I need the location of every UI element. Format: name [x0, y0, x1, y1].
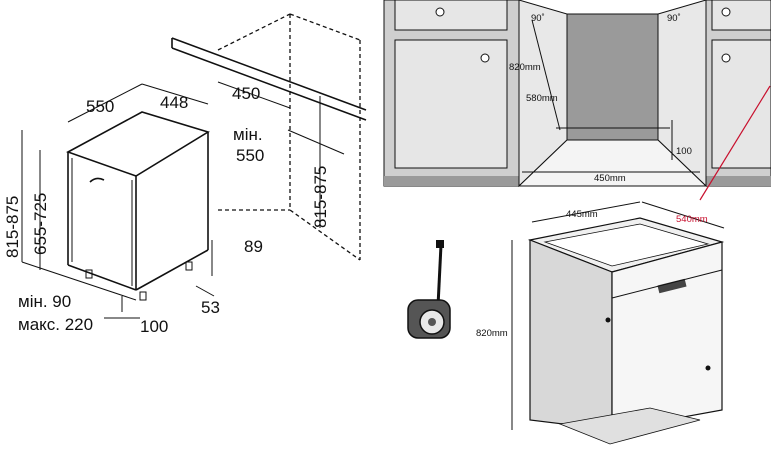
appliance-height-label: 820mm	[476, 328, 508, 339]
left-installation-drawing: 550 448 450 мін. 550 815-875 815-875 655…	[3, 13, 367, 336]
appliance-width-label: 445mm	[566, 209, 598, 220]
left-dimension-lines	[21, 81, 345, 319]
angle-left-label: 90˚	[531, 13, 545, 24]
dim-plinth-min-label: мін. 90	[18, 292, 71, 311]
niche-depth-label: 580mm	[526, 93, 558, 104]
dishwasher-body	[66, 111, 210, 291]
dim-niche-depth-min-label: мін.	[233, 125, 263, 144]
dim-plinth-max-label: макс. 220	[18, 315, 93, 334]
dishwasher-feet	[85, 261, 193, 301]
dim-depth-label: 448	[160, 93, 188, 112]
side-dim-label: 100	[676, 146, 692, 157]
dim-niche-height-label: 815-875	[311, 166, 330, 228]
dim-height-inner-label: 655-725	[31, 193, 50, 255]
appliance-depth-label: 540mm	[676, 214, 708, 225]
dim-niche-depth-value-label: 550	[236, 146, 264, 165]
appliance-illustration: 445mm 540mm 820mm	[476, 85, 771, 445]
dim-100-label: 100	[140, 317, 168, 336]
dim-niche-width-label: 450	[232, 84, 260, 103]
dim-53-label: 53	[201, 298, 220, 317]
dim-89-label: 89	[244, 237, 263, 256]
cabinet-height-label: 820mm	[509, 62, 541, 73]
angle-right-label: 90˚	[667, 13, 681, 24]
dim-height-outer-label: 815-875	[3, 196, 22, 258]
niche-outline	[217, 13, 361, 261]
opening-width-label: 450mm	[594, 173, 626, 184]
dim-width-label: 550	[86, 97, 114, 116]
niche-photo-illustration: 90˚ 90˚ 820mm 580mm 450mm 100	[383, 0, 771, 188]
tape-measure-icon	[407, 240, 451, 339]
countertop-outline	[171, 37, 367, 121]
